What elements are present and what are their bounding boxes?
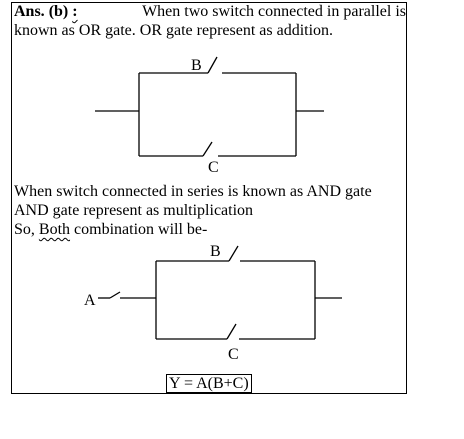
answer-line-5-word: Both — [38, 221, 71, 238]
switch-b-blade — [207, 56, 218, 74]
answer-line-1-text: When two switch connected in parallel is — [142, 3, 406, 20]
answer-line-3: When switch connected in series is known… — [14, 183, 372, 200]
circuit1-label-c: C — [208, 159, 219, 176]
switch-a-blade — [109, 291, 121, 299]
answer-colon: : — [72, 3, 78, 20]
answer-line-4: AND gate represent as multiplication — [14, 202, 254, 219]
switch-c-blade — [202, 141, 213, 157]
circuit2-label-a: A — [84, 292, 96, 309]
switch-b2-blade — [228, 245, 239, 262]
answer-line-5: So, Both combination will be- — [14, 221, 207, 239]
circuit1-label-b: B — [191, 57, 202, 74]
circuit2-label-c: C — [228, 346, 239, 363]
result-formula: Y = A(B+C) — [166, 374, 252, 393]
answer-heading: Ans. (b) : — [14, 3, 78, 21]
answer-line-5-post: combination will be- — [74, 221, 208, 238]
answer-box — [11, 2, 407, 394]
answer-line-5-pre: So, — [14, 221, 35, 238]
answer-prefix: Ans. — [14, 3, 45, 20]
answer-line-2: known as OR gate. OR gate represent as a… — [14, 22, 334, 39]
switch-c2-blade — [226, 323, 237, 340]
answer-option: (b) — [48, 3, 69, 20]
answer-line-1: Ans. (b) : When two switch connected in … — [14, 3, 406, 21]
circuit2-label-b: B — [210, 243, 221, 260]
